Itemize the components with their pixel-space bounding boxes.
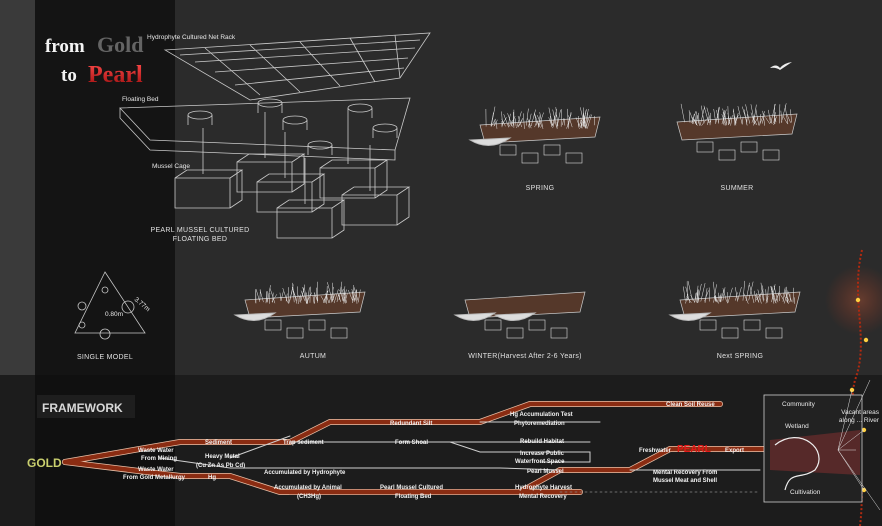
map-vacant-label-1: Vacant areas: [841, 409, 880, 416]
caption-next-spring: Next SPRING: [717, 353, 763, 360]
svg-text:Phytoremediation: Phytoremediation: [514, 421, 565, 427]
pearl-export-word: PEARL: [677, 444, 711, 455]
svg-text:Rebuild Habitat: Rebuild Habitat: [520, 439, 564, 445]
svg-text:to: to: [61, 65, 77, 86]
svg-text:Community: Community: [782, 401, 816, 408]
svg-text:Accumulated by Animal: Accumulated by Animal: [274, 485, 342, 491]
svg-text:Pearl Mussel: Pearl Mussel: [527, 469, 564, 475]
svg-text:Sediment: Sediment: [205, 440, 232, 446]
svg-text:Pearl Mussel Cultured: Pearl Mussel Cultured: [380, 485, 443, 491]
svg-text:Waste Water: Waste Water: [138, 448, 174, 454]
svg-text:Hg: Hg: [208, 475, 216, 481]
svg-text:Accumulated by Hydrophyte: Accumulated by Hydrophyte: [264, 470, 346, 476]
gold-source: GOLD: [27, 456, 62, 470]
svg-text:from: from: [45, 36, 85, 57]
svg-text:Trap sediment: Trap sediment: [283, 440, 324, 446]
svg-text:Pearl: Pearl: [88, 62, 143, 88]
caption-floating-bed-2: FLOATING BED: [173, 236, 227, 243]
svg-text:Redundant Silt: Redundant Silt: [390, 421, 432, 427]
svg-text:From Mining: From Mining: [141, 456, 177, 462]
svg-text:Form Shoal: Form Shoal: [395, 440, 428, 446]
caption-floating-bed-1: PEARL MUSSEL CULTURED: [150, 227, 249, 234]
label-floating-bed: Floating Bed: [122, 96, 159, 103]
svg-text:Gold: Gold: [97, 32, 143, 57]
svg-text:(Cu Zn As Pb Cd): (Cu Zn As Pb Cd): [196, 463, 245, 469]
svg-text:Export: Export: [725, 448, 744, 454]
svg-text:Freshwater: Freshwater: [639, 448, 672, 454]
caption-winter: WINTER(Harvest After 2-6 Years): [468, 353, 582, 360]
caption-autumn: AUTUM: [300, 353, 326, 360]
dim-label-b: 0.80m: [105, 311, 123, 318]
svg-text:Hg Accumulation Test: Hg Accumulation Test: [510, 412, 573, 418]
caption-summer: SUMMER: [721, 185, 754, 192]
svg-text:Cultivation: Cultivation: [790, 489, 821, 496]
svg-text:Floating Bed: Floating Bed: [395, 494, 432, 500]
svg-text:Hydrophyte Harvest: Hydrophyte Harvest: [515, 485, 572, 491]
svg-text:(CH3Hg): (CH3Hg): [297, 494, 321, 500]
svg-text:Waste Water: Waste Water: [138, 467, 174, 473]
svg-text:Mussel Meat and Shell: Mussel Meat and Shell: [653, 478, 717, 484]
svg-text:From Gold Metallurgy: From Gold Metallurgy: [123, 475, 186, 481]
svg-text:Heavy Metal: Heavy Metal: [205, 454, 240, 460]
label-net-rack: Hydrophyte Cultured Net Rack: [147, 34, 236, 41]
svg-text:Waterfront Space: Waterfront Space: [515, 459, 565, 465]
caption-spring: SPRING: [526, 185, 555, 192]
caption-single-model: SINGLE MODEL: [77, 354, 133, 361]
svg-text:Mental Recovery From: Mental Recovery From: [653, 470, 717, 476]
svg-text:Increase Public: Increase Public: [520, 451, 565, 457]
svg-text:Wetland: Wetland: [785, 423, 809, 430]
svg-text:Clean Soil Reuse: Clean Soil Reuse: [666, 402, 715, 408]
svg-text:Mental Recovery: Mental Recovery: [519, 494, 567, 500]
label-mussel-cage: Mussel Cage: [152, 163, 190, 170]
framework-heading: FRAMEWORK: [42, 401, 123, 415]
map-vacant-label-2: along ... River: [839, 417, 880, 424]
